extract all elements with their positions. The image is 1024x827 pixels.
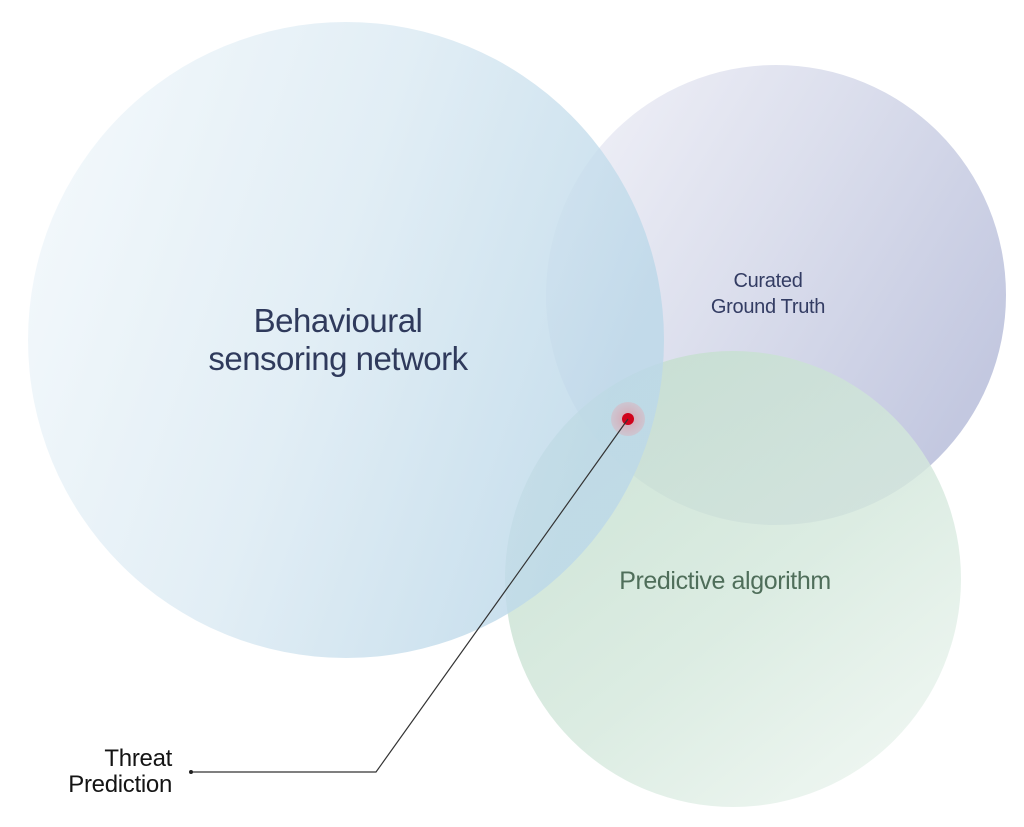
predictive-algorithm-label-text: Predictive algorithm: [619, 567, 831, 595]
ground-truth-label-line2: Ground Truth: [710, 296, 826, 318]
predictive-algorithm-label: Predictive algorithm: [575, 567, 875, 596]
sensoring-network-label: Behavioural sensoring network: [168, 302, 508, 378]
threat-prediction-label-line2: Prediction: [68, 771, 172, 799]
threat-prediction-label: Threat Prediction: [20, 745, 172, 799]
sensoring-network-label-line2: sensoring network: [208, 339, 468, 377]
sensoring-network-label-line1: Behavioural: [253, 302, 423, 339]
threat-leader-endpoint: [189, 770, 193, 774]
ground-truth-label: Curated Ground Truth: [668, 268, 868, 320]
ground-truth-label-line1: Curated: [733, 270, 803, 292]
threat-leader-line: [192, 418, 629, 773]
threat-prediction-label-line1: Threat: [104, 745, 172, 772]
sensoring-network-circle: [28, 22, 664, 658]
